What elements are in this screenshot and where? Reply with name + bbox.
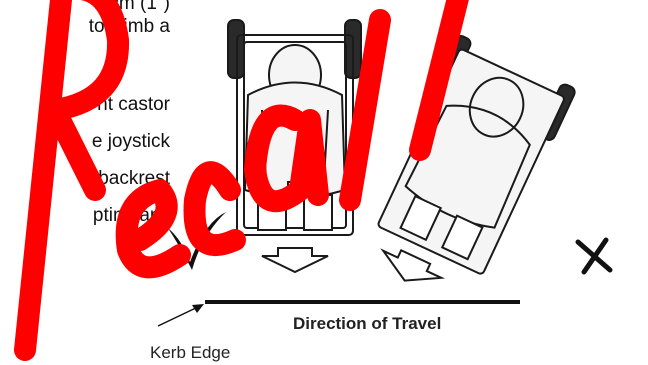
wheelchair-angled — [354, 34, 577, 312]
cross-mark-icon — [578, 240, 610, 272]
kerb-pointer-line — [158, 306, 200, 326]
direction-of-travel-caption: Direction of Travel — [293, 314, 441, 334]
kerb-edge-label: Kerb Edge — [150, 343, 230, 363]
